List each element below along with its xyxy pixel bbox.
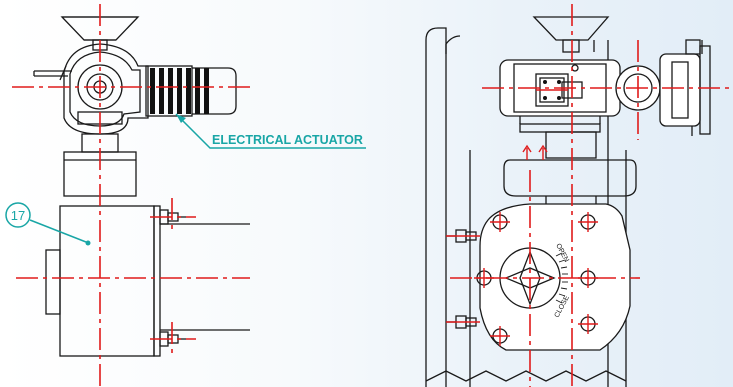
left-actuator-housing <box>33 43 149 135</box>
right-valve-flange: OPEN CLOSE <box>446 203 631 351</box>
right-handwheel <box>532 16 610 53</box>
item-balloon: 17 <box>5 202 91 246</box>
right-coupling <box>503 131 637 215</box>
dial-ticks <box>555 252 568 304</box>
item-balloon-number: 17 <box>11 208 25 223</box>
left-valve-body <box>45 205 250 357</box>
left-centerlines <box>12 4 250 387</box>
actuator-callout: ELECTRICAL ACTUATOR <box>175 113 366 149</box>
right-centerlines <box>446 4 733 387</box>
right-break-line <box>425 370 627 382</box>
right-view: OPEN CLOSE <box>425 4 733 387</box>
left-motor <box>145 65 237 117</box>
actuator-callout-label: ELECTRICAL ACTUATOR <box>212 133 363 147</box>
left-view: ELECTRICAL ACTUATOR 17 <box>5 4 366 387</box>
right-actuator-body <box>499 59 621 133</box>
